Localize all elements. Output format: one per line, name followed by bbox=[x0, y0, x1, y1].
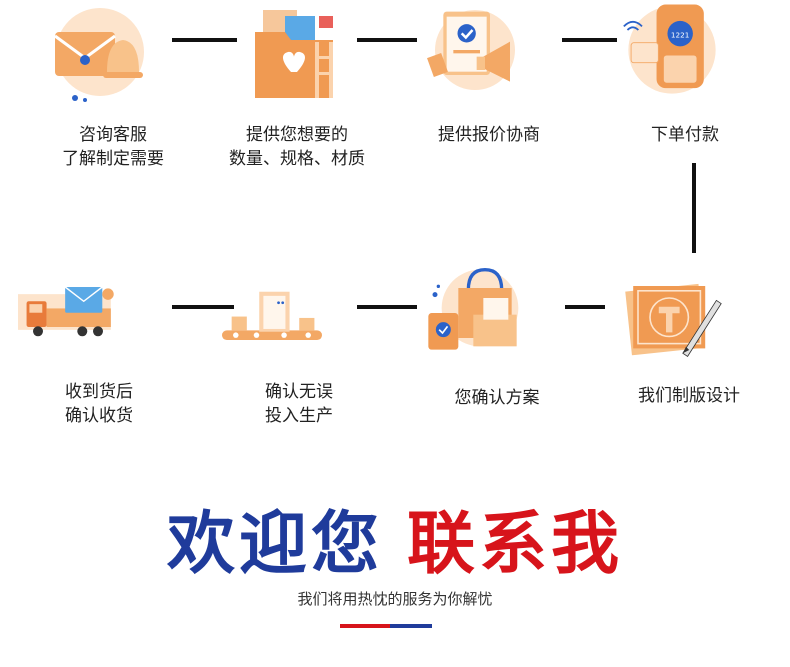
step-4-label: 下单付款 bbox=[590, 123, 780, 147]
subtitle: 我们将用热忱的服务为你解忧 bbox=[297, 590, 493, 608]
delivery-truck-icon bbox=[18, 286, 114, 337]
connector-4-5 bbox=[692, 163, 696, 253]
step-7-line-1: 确认无误 bbox=[265, 382, 333, 402]
step-5-label: 我们制版设计 bbox=[594, 384, 784, 408]
step-3-label: 提供报价协商 bbox=[394, 123, 584, 147]
envelope-bell-icon bbox=[54, 8, 144, 102]
step-2-label: 提供您想要的 数量、规格、材质 bbox=[202, 123, 392, 171]
clipboard-megaphone-icon bbox=[427, 10, 515, 90]
production-machine-icon bbox=[222, 291, 322, 340]
step-2-line-2: 数量、规格、材质 bbox=[229, 149, 365, 169]
connector-7-6 bbox=[357, 305, 417, 309]
step-7-label: 确认无误 投入生产 bbox=[204, 380, 394, 428]
connector-1-2 bbox=[172, 38, 237, 42]
connector-3-4 bbox=[562, 38, 617, 42]
folder-files-icon bbox=[255, 10, 333, 98]
step-6-line-1: 您确认方案 bbox=[454, 388, 540, 408]
connector-6-5 bbox=[565, 305, 605, 309]
headline-red-text: 联系我 bbox=[407, 505, 624, 584]
step-1-label: 咨询客服 了解制定需要 bbox=[18, 123, 208, 171]
step-6-label: 您确认方案 bbox=[402, 386, 592, 410]
step-4-line-1: 下单付款 bbox=[651, 125, 719, 145]
accent-bar-red bbox=[340, 624, 390, 628]
connector-8-7 bbox=[172, 305, 234, 309]
payment-terminal-icon: 1221 bbox=[623, 4, 716, 94]
design-plans-pencil-icon bbox=[625, 283, 722, 357]
accent-bar-blue bbox=[390, 624, 432, 628]
step-1-line-1: 咨询客服 bbox=[79, 125, 147, 145]
headline-blue-text: 欢迎您 bbox=[166, 505, 383, 584]
step-8-line-1: 收到货后 bbox=[65, 382, 133, 402]
step-5-line-1: 我们制版设计 bbox=[638, 386, 740, 406]
svg-text:1221: 1221 bbox=[671, 30, 690, 39]
step-7-line-2: 投入生产 bbox=[265, 406, 333, 426]
welcome-headline: 欢迎您联系我 bbox=[0, 488, 790, 587]
step-1-line-2: 了解制定需要 bbox=[62, 149, 164, 169]
step-8-label: 收到货后 确认收货 bbox=[4, 380, 194, 428]
step-8-line-2: 确认收货 bbox=[65, 406, 133, 426]
step-3-line-1: 提供报价协商 bbox=[438, 125, 540, 145]
step-2-line-1: 提供您想要的 bbox=[246, 125, 348, 145]
connector-2-3 bbox=[357, 38, 417, 42]
shopping-bag-box-icon bbox=[428, 267, 519, 350]
